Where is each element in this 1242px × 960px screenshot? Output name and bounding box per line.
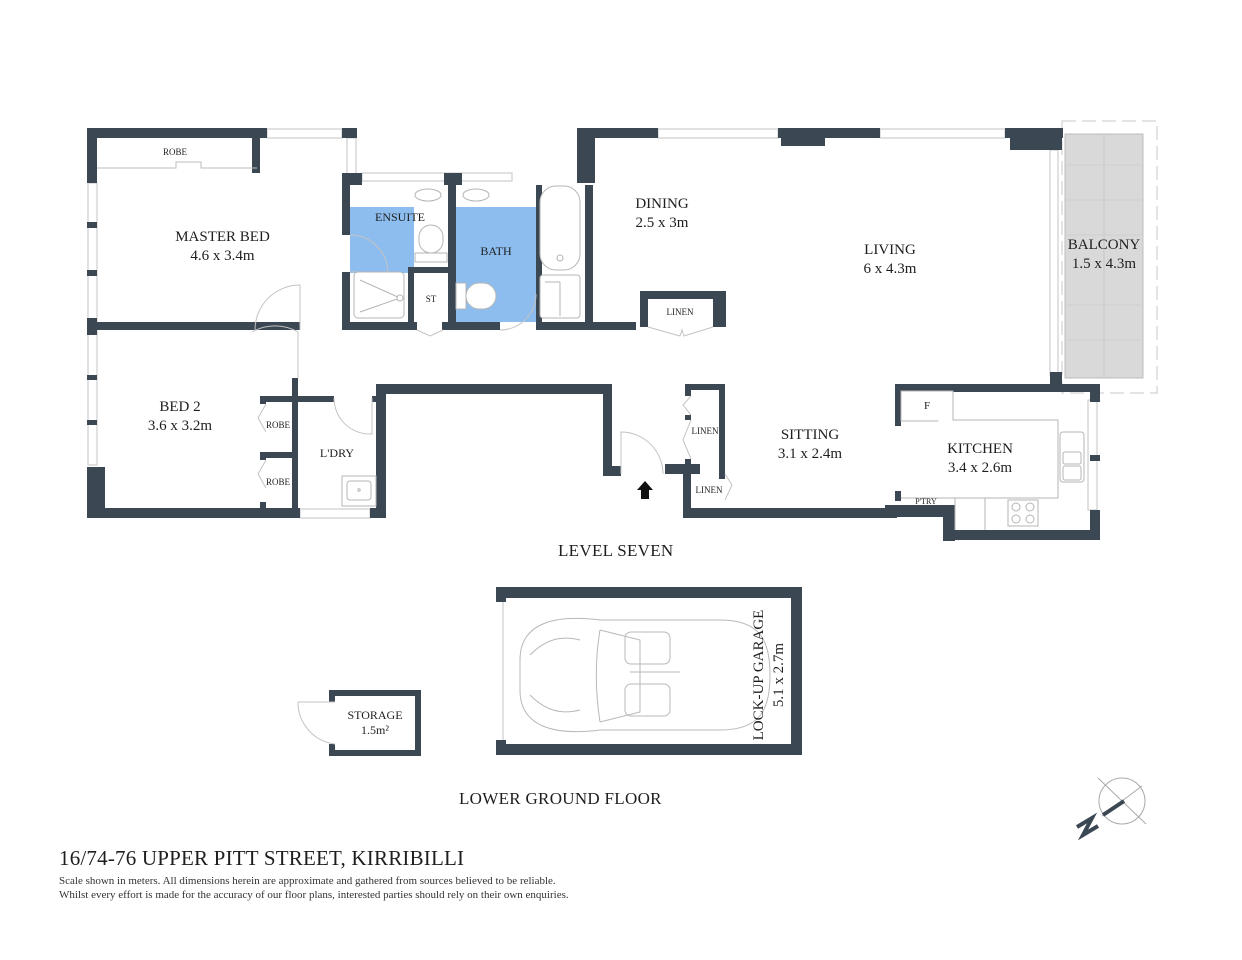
room-name: F bbox=[923, 400, 931, 412]
room-dimensions: 3.6 x 3.2m bbox=[147, 417, 213, 434]
pantry-label: P'TRY bbox=[906, 497, 946, 507]
robe-bed2-a-label: ROBE bbox=[262, 420, 294, 431]
room-name: LIVING bbox=[864, 242, 916, 258]
ensuite-label: ENSUITE bbox=[360, 210, 440, 225]
room-name: KITCHEN bbox=[947, 441, 1013, 457]
living-label: LIVING 6 x 4.3m bbox=[840, 241, 940, 279]
lower-ground-caption: LOWER GROUND FLOOR bbox=[459, 789, 662, 808]
room-name: ROBE bbox=[265, 477, 290, 487]
car-icon bbox=[519, 617, 771, 733]
room-name: SITTING bbox=[780, 427, 840, 443]
room-name: MASTER BED bbox=[175, 229, 270, 245]
robe-master-label: ROBE bbox=[150, 147, 200, 158]
room-name: BALCONY bbox=[1067, 237, 1141, 253]
room-name: LINEN bbox=[691, 426, 719, 436]
robe-bed2-b-label: ROBE bbox=[262, 477, 294, 488]
storage-label: STORAGE 1.5m² bbox=[340, 708, 410, 738]
dining-label: DINING 2.5 x 3m bbox=[612, 195, 712, 233]
bath-label: BATH bbox=[466, 244, 526, 259]
fridge-label: F bbox=[917, 400, 937, 414]
linen-low-label: LINEN bbox=[692, 485, 726, 496]
kitchen-label: KITCHEN 3.4 x 2.6m bbox=[925, 440, 1035, 478]
laundry-label: L'DRY bbox=[312, 446, 362, 461]
fixtures bbox=[341, 185, 1085, 530]
room-name: BATH bbox=[480, 244, 512, 258]
room-dimensions: 6 x 4.3m bbox=[863, 260, 917, 277]
disclaimer-line-2: Whilst every effort is made for the accu… bbox=[59, 889, 569, 901]
sitting-label: SITTING 3.1 x 2.4m bbox=[755, 426, 865, 464]
balcony-label: BALCONY 1.5 x 4.3m bbox=[1058, 236, 1150, 274]
disclaimer-line-1: Scale shown in meters. All dimensions he… bbox=[59, 875, 556, 887]
room-name: ENSUITE bbox=[375, 210, 425, 224]
room-name: BED 2 bbox=[159, 399, 201, 415]
walls bbox=[87, 128, 1100, 756]
room-dimensions: 1.5 x 4.3m bbox=[1071, 255, 1137, 272]
room-name: ST bbox=[425, 294, 437, 304]
st-label: ST bbox=[416, 294, 446, 305]
room-dimensions: 4.6 x 3.4m bbox=[190, 247, 255, 264]
room-dimensions: 3.4 x 2.6m bbox=[947, 459, 1013, 476]
room-name: LINEN bbox=[666, 307, 694, 317]
room-name: ROBE bbox=[162, 147, 187, 157]
master-bed-label: MASTER BED 4.6 x 3.4m bbox=[150, 228, 295, 266]
entry-arrow-icon bbox=[637, 481, 653, 499]
room-name: ROBE bbox=[265, 420, 290, 430]
room-name: P'TRY bbox=[915, 497, 937, 506]
linen-top-label: LINEN bbox=[655, 307, 705, 318]
room-dimensions: 2.5 x 3m bbox=[635, 214, 689, 231]
room-dimensions: 3.1 x 2.4m bbox=[777, 445, 843, 462]
garage-label: LOCK-UP GARAGE 5.1 x 2.7m bbox=[750, 600, 790, 750]
room-dimensions: 5.1 x 2.7m bbox=[770, 642, 787, 708]
linen-mid-label: LINEN bbox=[688, 426, 722, 437]
balcony-area bbox=[1061, 120, 1158, 394]
room-name: L'DRY bbox=[319, 446, 355, 460]
level-seven-caption: LEVEL SEVEN bbox=[558, 541, 674, 560]
room-name: LINEN bbox=[695, 485, 723, 495]
room-name: STORAGE bbox=[347, 708, 403, 722]
property-address: 16/74-76 UPPER PITT STREET, KIRRIBILLI bbox=[59, 846, 465, 870]
bed2-label: BED 2 3.6 x 3.2m bbox=[130, 398, 230, 436]
room-name: LOCK-UP GARAGE bbox=[751, 609, 767, 741]
compass-icon bbox=[1075, 777, 1147, 841]
room-dimensions: 1.5m² bbox=[361, 723, 389, 737]
room-name: DINING bbox=[635, 196, 689, 212]
